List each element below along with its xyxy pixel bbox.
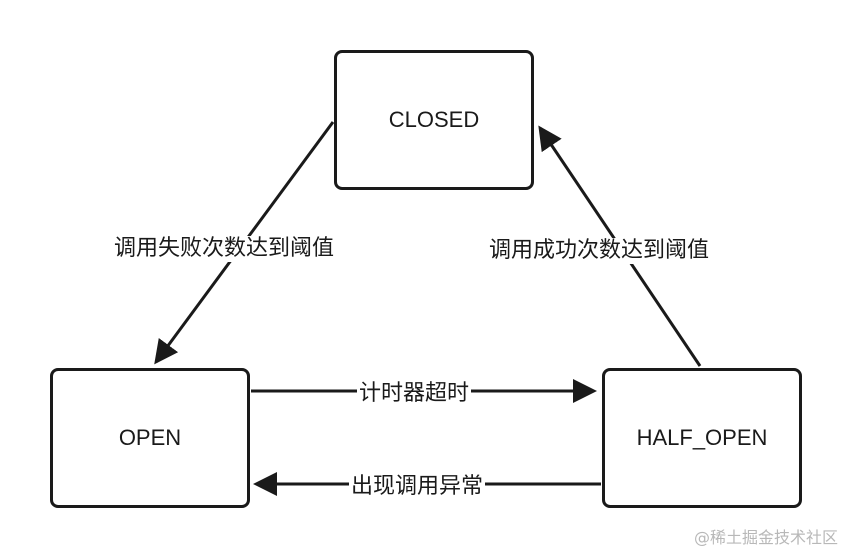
- state-half-open-label: HALF_OPEN: [636, 425, 768, 450]
- transition-label-half-open-to-open: 出现调用异常: [349, 474, 486, 500]
- transition-label-half-open-to-closed: 调用成功次数达到阈值: [489, 238, 710, 264]
- state-open-label: OPEN: [118, 425, 182, 450]
- state-half-open: HALF_OPEN: [602, 368, 802, 508]
- state-open: OPEN: [50, 368, 250, 508]
- transition-label-open-to-half-open: 计时器超时: [357, 381, 472, 407]
- state-closed: CLOSED: [334, 50, 534, 190]
- watermark: @稀土掘金技术社区: [693, 528, 838, 547]
- transition-label-closed-to-open: 调用失败次数达到阈值: [114, 236, 335, 262]
- state-closed-label: CLOSED: [388, 107, 480, 132]
